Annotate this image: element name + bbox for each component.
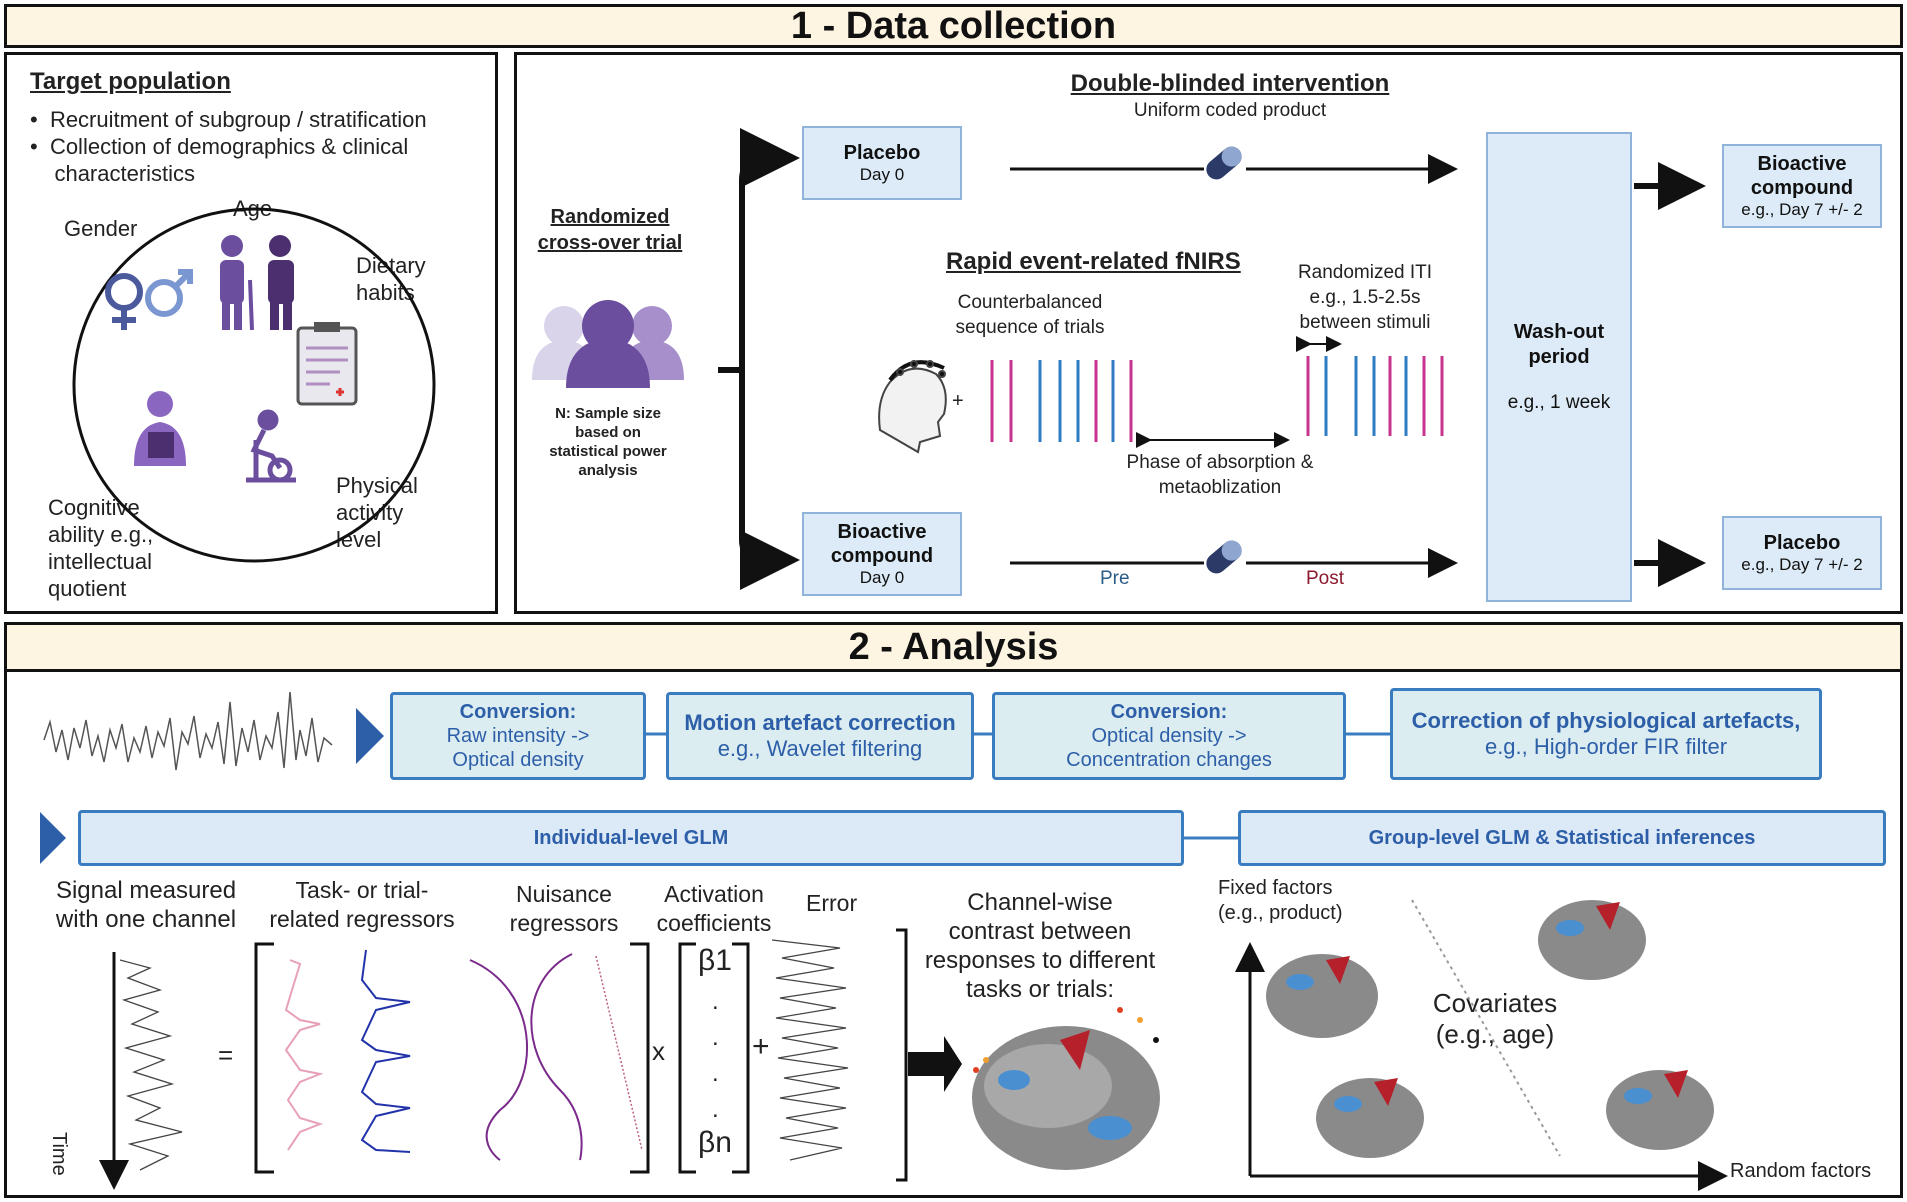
post-label: Post	[1306, 568, 1345, 589]
dot-4: .	[712, 1096, 719, 1123]
dot-1: .	[712, 988, 719, 1015]
result-arrow	[908, 1036, 962, 1092]
analysis-panel	[4, 672, 1903, 1198]
group-glm-box: Group-level GLM & Statistical inferences	[1238, 810, 1886, 866]
fnirs-title: Rapid event-related fNIRS	[946, 248, 1241, 275]
trial-sequence-left	[990, 360, 1133, 442]
dot-2: .	[712, 1024, 719, 1051]
brain-group-4	[1606, 1070, 1714, 1150]
regressor-bracket-left	[254, 928, 908, 1182]
nuisance-linear	[595, 955, 643, 1151]
group-axes	[1235, 942, 1728, 1191]
pill-icon-top	[1206, 146, 1242, 180]
brain-group-1	[1266, 954, 1378, 1038]
plus-sign: +	[752, 1030, 770, 1063]
raw-signal-trace	[43, 691, 333, 771]
fnirs-head-icon	[878, 360, 947, 454]
target-bullets: • Recruitment of subgroup / stratificati…	[30, 106, 427, 187]
gender-icon	[105, 269, 193, 330]
error-label: Error	[806, 890, 858, 916]
covariates-label: Covariates(e.g., age)	[1432, 988, 1558, 1049]
section1-title: 1 - Data collection	[790, 4, 1117, 47]
fnirs-plus: +	[952, 390, 964, 412]
task-regressor-pink	[284, 959, 324, 1151]
error-trace	[771, 939, 849, 1161]
section2-header: 2 - Analysis	[4, 622, 1903, 672]
individual-glm-box: Individual-level GLM	[78, 810, 1184, 866]
randomization-arrows	[718, 128, 800, 590]
population-circle	[72, 207, 436, 563]
post-washout-arrows	[1634, 162, 1706, 587]
gender-label: Gender	[64, 216, 138, 241]
brain-contrast-icon	[972, 1007, 1160, 1170]
signal-channel-plot	[99, 952, 183, 1190]
target-population-title: Target population	[30, 68, 231, 95]
dbi-subtitle: Uniform coded product	[1133, 100, 1327, 121]
bullet-1: • Recruitment of subgroup / stratificati…	[30, 107, 427, 132]
brain-group-3	[1316, 1078, 1424, 1158]
trial-sequence-right	[1306, 356, 1444, 436]
nuisance-sine-1	[469, 959, 528, 1161]
trial-panel	[514, 52, 1903, 614]
nuisance-sine-2	[530, 953, 583, 1161]
dot-3: .	[712, 1060, 719, 1087]
bullet-2: • Collection of demographics & clinical	[30, 134, 409, 159]
pipeline-marker-2	[40, 812, 66, 864]
pre-label: Pre	[1100, 568, 1130, 589]
pipeline-connectors	[646, 732, 1390, 840]
physio-correction-box: Correction of physiological artefacts,e.…	[1390, 688, 1822, 780]
pill-icon-bottom	[1206, 540, 1242, 574]
betan-label: βn	[698, 1126, 732, 1159]
section2-title: 2 - Analysis	[848, 625, 1059, 668]
dbi-title: Double-blinded intervention	[1070, 70, 1390, 97]
cognitive-test-icon	[134, 391, 186, 466]
section1-header: 1 - Data collection	[4, 4, 1903, 48]
beta1-label: β1	[698, 944, 732, 977]
random-factors-label: Random factors	[1730, 1160, 1872, 1182]
equals-sign: =	[218, 1040, 234, 1070]
phase-text: Phase of absorption &metaoblization	[1126, 452, 1314, 498]
task-regressors-label: Task- or trial-related regressors	[269, 877, 455, 932]
participants-icon	[532, 300, 684, 388]
exercise-bike-icon	[246, 409, 296, 483]
pipeline-marker-1	[356, 708, 384, 764]
conversion-conc-box: Conversion:Optical density ->Concentrati…	[992, 692, 1346, 780]
task-regressor-blue	[360, 949, 411, 1153]
conversion-od-box: Conversion:Raw intensity ->Optical densi…	[390, 692, 646, 780]
fixed-factors-label: Fixed factors(e.g., product)	[1218, 877, 1343, 924]
target-population-panel	[4, 52, 498, 614]
bullet-2-cont: characteristics	[54, 161, 196, 186]
times-sign: x	[652, 1036, 665, 1066]
clipboard-icon	[296, 322, 358, 406]
brain-group-2	[1538, 900, 1646, 980]
covariate-diagonal	[1411, 899, 1561, 1157]
elderly-couple-icon	[220, 235, 294, 331]
